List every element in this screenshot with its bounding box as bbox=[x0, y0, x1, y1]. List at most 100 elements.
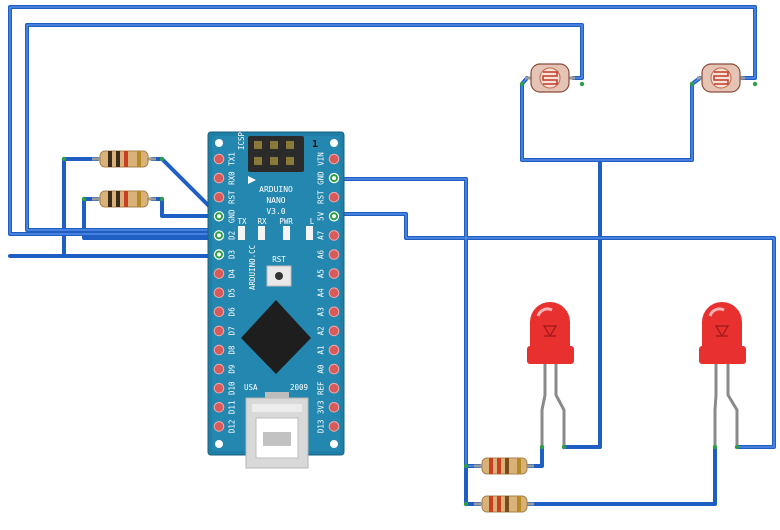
reset-button-cap bbox=[275, 272, 283, 280]
left-pin-label: D2 bbox=[228, 231, 237, 240]
right-pin-3v3[interactable] bbox=[328, 402, 340, 413]
right-pin-label: 5V bbox=[317, 211, 326, 221]
left-pin-d6[interactable] bbox=[213, 306, 225, 318]
l-led-label: L bbox=[310, 217, 315, 226]
usb-connector[interactable] bbox=[245, 392, 309, 469]
left-pin-hole bbox=[217, 233, 221, 238]
left-pin-d4[interactable] bbox=[213, 268, 225, 279]
wire-res3-to-led1[interactable] bbox=[526, 445, 544, 468]
right-pin-a1[interactable] bbox=[328, 344, 340, 356]
left-pin-label: D7 bbox=[228, 326, 237, 335]
left-pin-label: D8 bbox=[228, 345, 237, 355]
right-pin-label: A3 bbox=[317, 307, 326, 316]
right-pin-a3[interactable] bbox=[328, 306, 340, 318]
left-pin-label: RST bbox=[228, 190, 237, 204]
wire-endpoints bbox=[61, 81, 758, 507]
left-pin-rx0[interactable] bbox=[213, 172, 225, 184]
resistor-4[interactable] bbox=[474, 495, 534, 513]
photoresistor-1[interactable] bbox=[525, 63, 575, 93]
right-pin-label: 3V3 bbox=[317, 401, 326, 415]
left-pin-label: D11 bbox=[228, 401, 237, 415]
l-led bbox=[306, 226, 313, 240]
board-name-line2: NANO bbox=[266, 196, 285, 205]
resistor-1[interactable] bbox=[92, 150, 156, 168]
left-pin-label: GND bbox=[228, 209, 237, 223]
pwr-led-label: PWR bbox=[279, 217, 293, 226]
board-name-line1: ARDUINO bbox=[259, 185, 293, 194]
microcontroller-chip bbox=[241, 300, 311, 374]
right-pin-a7[interactable] bbox=[328, 230, 340, 241]
left-pin-d12[interactable] bbox=[213, 421, 225, 432]
left-pin-label: D4 bbox=[228, 269, 237, 279]
left-pin-label: D9 bbox=[228, 365, 237, 374]
right-pin-label: A2 bbox=[317, 326, 326, 335]
right-pin-hole bbox=[332, 176, 336, 181]
left-pin-label: D10 bbox=[228, 381, 237, 395]
board-name-line3: V3.0 bbox=[266, 207, 285, 216]
left-pin-d8[interactable] bbox=[213, 344, 225, 356]
wire-res2-to-gnd[interactable] bbox=[150, 197, 221, 218]
resistor-2[interactable] bbox=[92, 190, 156, 208]
right-pin-label: A0 bbox=[317, 364, 326, 374]
arduino-cc-label: ARDUINO.CC bbox=[248, 245, 257, 290]
left-pin-label: D6 bbox=[228, 307, 237, 317]
right-pin-a5[interactable] bbox=[328, 268, 340, 279]
left-pin-d9[interactable] bbox=[213, 363, 225, 375]
right-pin-label: A7 bbox=[317, 231, 326, 240]
wire-res4-to-led2[interactable] bbox=[526, 445, 717, 506]
left-pin-label: D5 bbox=[228, 288, 237, 297]
left-pin-label: RX0 bbox=[228, 171, 237, 185]
right-pin-label: GND bbox=[317, 171, 326, 185]
right-pin-label: RST bbox=[317, 190, 326, 204]
right-pin-a0[interactable] bbox=[328, 363, 340, 375]
left-pin-tx1[interactable] bbox=[213, 153, 225, 165]
year-label: 2009 bbox=[290, 383, 308, 392]
reset-button-label: RST bbox=[272, 255, 286, 264]
right-pin-d13[interactable] bbox=[328, 421, 340, 432]
right-pin-a6[interactable] bbox=[328, 249, 340, 260]
right-pin-ref[interactable] bbox=[328, 382, 340, 394]
icsp-header bbox=[248, 136, 304, 172]
resistor-3[interactable] bbox=[474, 457, 534, 475]
tx-arrow-icon bbox=[248, 176, 256, 184]
left-pin-d10[interactable] bbox=[213, 382, 225, 394]
right-pin-label: REF bbox=[317, 381, 326, 395]
rx-led-label: RX bbox=[257, 217, 267, 226]
icsp-label: ICSP bbox=[237, 131, 246, 150]
left-pin-label: D12 bbox=[228, 420, 237, 434]
left-pin-rst[interactable] bbox=[213, 191, 225, 203]
arduino-nano-board[interactable]: ICSP 1 ARDUINO NANO V3.0 TX RX PWR L ARD… bbox=[207, 131, 345, 469]
left-pin-label: TX1 bbox=[228, 152, 237, 166]
mount-hole bbox=[215, 139, 223, 147]
right-pin-label: A6 bbox=[317, 250, 326, 260]
icsp-pin1-label: 1 bbox=[312, 139, 318, 150]
wire-ldr-to-led1[interactable] bbox=[562, 158, 602, 449]
left-pin-d7[interactable] bbox=[213, 325, 225, 337]
wire-res1-to-d3[interactable] bbox=[62, 157, 100, 258]
right-pin-vin[interactable] bbox=[328, 153, 340, 165]
right-pin-a2[interactable] bbox=[328, 325, 340, 337]
wires bbox=[8, 5, 776, 506]
rx-led bbox=[258, 226, 265, 240]
left-pin-d11[interactable] bbox=[213, 402, 225, 413]
red-led-1[interactable] bbox=[527, 302, 574, 449]
right-pin-rst[interactable] bbox=[328, 191, 340, 203]
board-inner-face bbox=[212, 136, 340, 451]
wire-gnd-to-res4[interactable] bbox=[464, 464, 482, 506]
right-pin-label: A5 bbox=[317, 269, 326, 278]
left-pin-d5[interactable] bbox=[213, 287, 225, 299]
left-pin-hole bbox=[217, 214, 221, 219]
red-led-2[interactable] bbox=[699, 302, 746, 449]
right-pin-hole bbox=[332, 214, 336, 219]
tx-led-label: TX bbox=[237, 217, 247, 226]
right-pin-a4[interactable] bbox=[328, 287, 340, 299]
right-pin-label: VIN bbox=[317, 152, 326, 166]
mount-hole bbox=[215, 440, 223, 448]
left-pin-label: D3 bbox=[228, 250, 237, 259]
pwr-led bbox=[283, 226, 290, 240]
photoresistor-2[interactable] bbox=[697, 63, 745, 93]
wire-res2-to-d2[interactable] bbox=[82, 197, 221, 240]
right-pin-label: A4 bbox=[317, 288, 326, 298]
